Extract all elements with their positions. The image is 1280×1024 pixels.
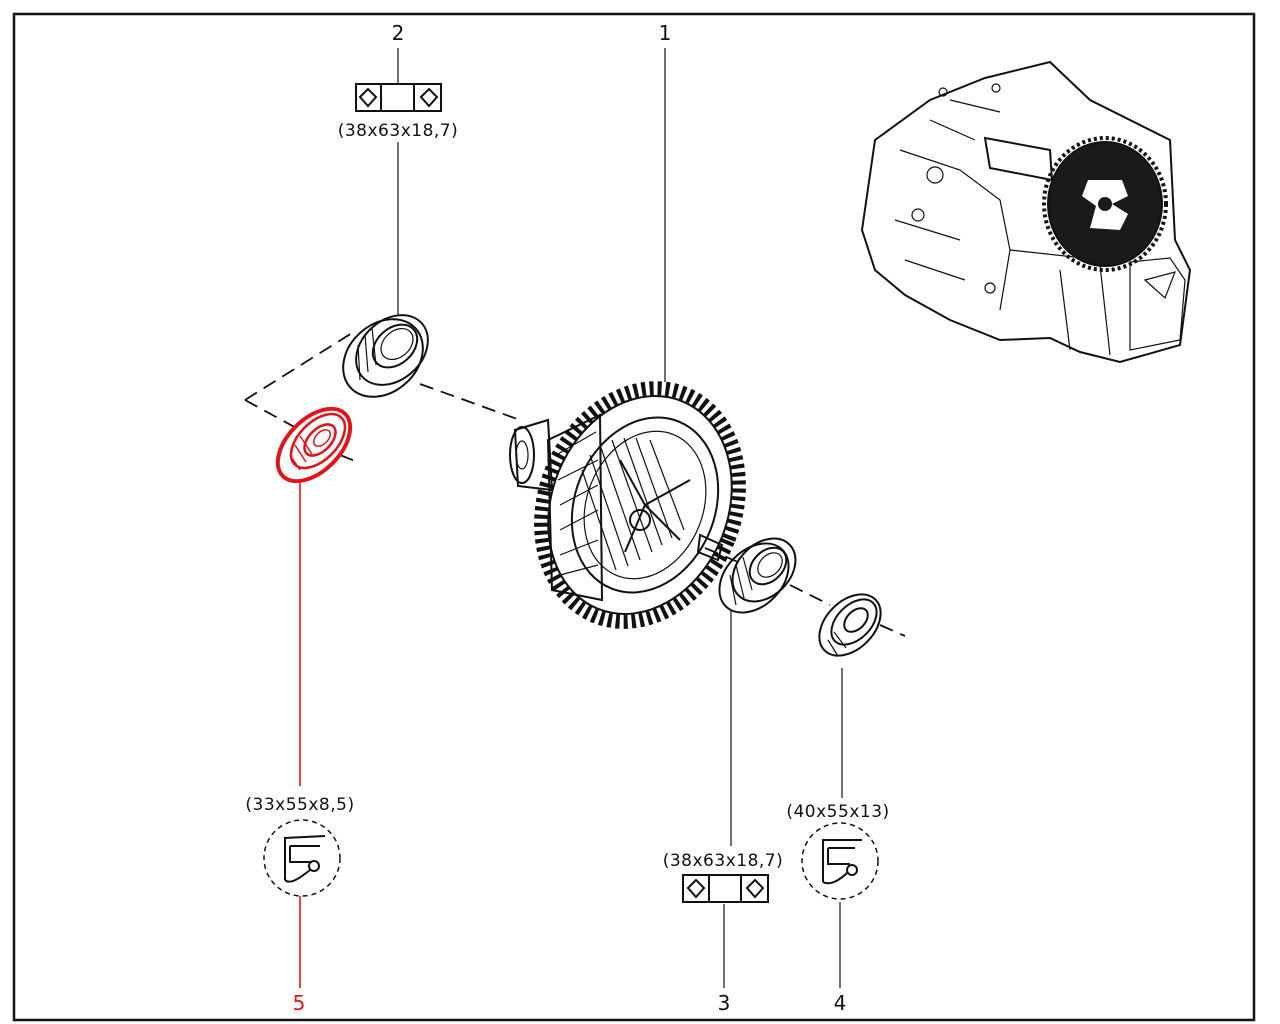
assembly-axis-lower (704, 547, 746, 566)
spec-label-2: (38x63x18,7) (338, 121, 459, 141)
frame-border (12, 12, 1256, 1022)
callout-number-5: 5 (293, 991, 306, 1015)
callout-number-2: 2 (392, 21, 405, 45)
bearing-symbol-2-icon (355, 83, 442, 112)
spec-label-3: (38x63x18,7) (663, 851, 784, 871)
transmission-overview-drawing (860, 60, 1192, 364)
bearing-2-drawing (342, 314, 429, 398)
spec-label-4: (40x55x13) (786, 802, 889, 822)
callout-number-1: 1 (659, 21, 672, 45)
spec-label-5: (33x55x8,5) (245, 795, 354, 815)
seal-symbol-5-icon (263, 819, 341, 897)
bearing-symbol-3-icon (682, 874, 769, 903)
assembly-axis-upper (244, 332, 353, 401)
differential-1-drawing (509, 381, 746, 629)
bearing-3-drawing (718, 537, 797, 614)
callout-number-3: 3 (718, 991, 731, 1015)
seal-symbol-4-icon (801, 822, 879, 900)
seal-4-drawing (818, 593, 882, 657)
callout-number-4: 4 (834, 991, 847, 1015)
seal-5-drawing (275, 406, 353, 484)
